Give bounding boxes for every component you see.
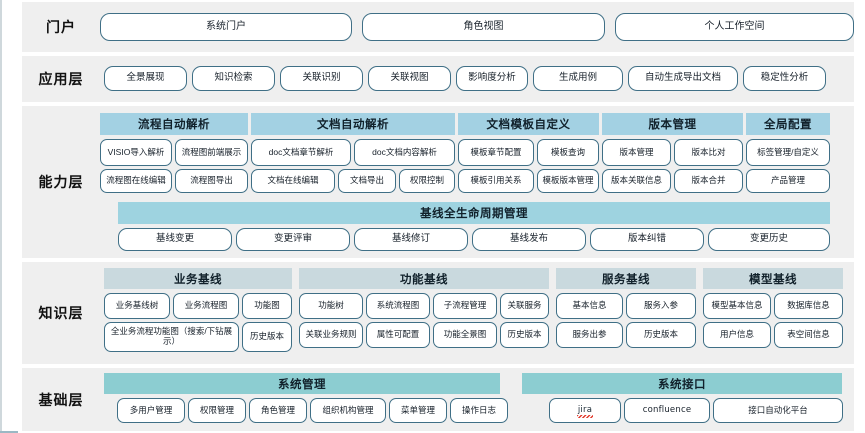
foundation-item-jira[interactable]: jira [549, 398, 621, 423]
foundation-item-interface-automation-platform[interactable]: 接口自动化平台 [713, 398, 843, 423]
foundation-item-operation-log[interactable]: 操作日志 [450, 398, 508, 423]
knowledge-item-related-service[interactable]: 关联服务 [500, 293, 549, 319]
knowledge-item-service-basic-info[interactable]: 基本信息 [556, 293, 623, 319]
app-item-auto-export-doc[interactable]: 自动生成导出文档 [628, 66, 738, 91]
foundation-item-menu-mgmt[interactable]: 菜单管理 [389, 398, 447, 423]
knowledge-item-attribute-configurable[interactable]: 属性可配置 [366, 322, 430, 348]
layer-row-knowledge: 知识层 业务基线 功能基线 服务基线 模型基线 业务基线树 业务流程图 功能图 … [22, 262, 854, 364]
knowledge-item-user-info[interactable]: 用户信息 [703, 322, 771, 348]
foundation-group-title-system-mgmt: 系统管理 [104, 373, 500, 394]
lifecycle-item-baseline-release[interactable]: 基线发布 [472, 228, 586, 251]
knowledge-item-function-chart[interactable]: 功能图 [242, 293, 292, 319]
lifecycle-item-change-history[interactable]: 变更历史 [708, 228, 830, 251]
capability-item-template-version-mgmt[interactable]: 模板版本管理 [537, 169, 599, 193]
knowledge-item-business-history-version[interactable]: 历史版本 [242, 322, 292, 352]
capability-group-title-global-config: 全局配置 [746, 113, 830, 135]
capability-item-product-mgmt[interactable]: 产品管理 [746, 169, 830, 193]
layer-row-application: 应用层 全景展现 知识检索 关联识别 关联视图 影响度分析 生成用例 自动生成导… [22, 56, 854, 102]
capability-item-doc-online-edit[interactable]: 文档在线编辑 [251, 169, 335, 193]
foundation-item-confluence[interactable]: confluence [624, 398, 710, 423]
capability-item-flowchart-export[interactable]: 流程图导出 [175, 169, 248, 193]
app-item-relation-view[interactable]: 关联视图 [368, 66, 451, 91]
slide-left-edge [0, 0, 2, 433]
app-item-impact-analysis[interactable]: 影响度分析 [456, 66, 528, 91]
app-item-generate-case[interactable]: 生成用例 [533, 66, 623, 91]
capability-item-doc-export[interactable]: 文档导出 [338, 169, 396, 193]
knowledge-item-model-basic-info[interactable]: 模型基本信息 [703, 293, 771, 319]
capability-group-title-doc-template: 文档模板自定义 [458, 113, 599, 135]
knowledge-group-title-function-baseline: 功能基线 [299, 268, 549, 289]
knowledge-item-function-panorama[interactable]: 功能全景图 [433, 322, 497, 348]
foundation-item-org-structure-mgmt[interactable]: 组织机构管理 [310, 398, 386, 423]
knowledge-item-service-output-param[interactable]: 服务出参 [556, 322, 623, 348]
foundation-group-title-system-interface: 系统接口 [522, 373, 842, 394]
capability-item-permission-control[interactable]: 权限控制 [399, 169, 455, 193]
knowledge-item-database-info[interactable]: 数据库信息 [774, 293, 843, 319]
layer-label-foundation: 基础层 [38, 391, 84, 408]
capability-item-template-chapter-config[interactable]: 模板章节配置 [458, 139, 534, 166]
knowledge-item-business-baseline-tree[interactable]: 业务基线树 [104, 293, 170, 319]
knowledge-item-related-business-rule[interactable]: 关联业务规则 [299, 322, 363, 348]
capability-item-doc-chapter-parse[interactable]: doc文档章节解析 [251, 139, 351, 166]
app-item-knowledge-search[interactable]: 知识检索 [192, 66, 275, 91]
knowledge-item-tablespace-info[interactable]: 表空间信息 [774, 322, 843, 348]
knowledge-group-title-service-baseline: 服务基线 [556, 268, 696, 289]
lifecycle-item-baseline-revision[interactable]: 基线修订 [354, 228, 468, 251]
slide-bottom-marker [0, 431, 18, 433]
knowledge-item-system-flowchart[interactable]: 系统流程图 [366, 293, 430, 319]
layer-row-portal: 门户 系统门户 角色视图 个人工作空间 [22, 2, 854, 52]
portal-item-personal-workspace[interactable]: 个人工作空间 [615, 13, 854, 41]
capability-item-doc-content-parse[interactable]: doc文档内容解析 [354, 139, 455, 166]
layer-label-application: 应用层 [38, 71, 84, 87]
capability-group-title-doc-parse: 文档自动解析 [251, 113, 455, 135]
capability-item-version-compare[interactable]: 版本比对 [674, 139, 743, 166]
knowledge-item-function-tree[interactable]: 功能树 [299, 293, 363, 319]
app-item-panorama[interactable]: 全景展现 [104, 66, 187, 91]
foundation-item-multi-user-mgmt[interactable]: 多用户管理 [117, 398, 185, 423]
knowledge-group-title-business-baseline: 业务基线 [104, 268, 292, 289]
layer-row-foundation: 基础层 系统管理 系统接口 多用户管理 权限管理 角色管理 组织机构管理 菜单管… [22, 368, 854, 431]
lifecycle-item-baseline-change[interactable]: 基线变更 [118, 228, 232, 251]
capability-item-version-relation-info[interactable]: 版本关联信息 [602, 169, 671, 193]
knowledge-item-business-flowchart[interactable]: 业务流程图 [173, 293, 239, 319]
capability-item-version-mgmt[interactable]: 版本管理 [602, 139, 671, 166]
capability-lifecycle-title: 基线全生命周期管理 [118, 202, 830, 224]
jira-label: jira [576, 404, 594, 418]
capability-item-template-reference-relation[interactable]: 模板引用关系 [458, 169, 534, 193]
capability-item-template-query[interactable]: 模板查询 [537, 139, 599, 166]
capability-item-flowchart-online-edit[interactable]: 流程图在线编辑 [100, 169, 172, 193]
capability-item-tag-mgmt-custom[interactable]: 标签管理/自定义 [746, 139, 830, 166]
lifecycle-item-version-correction[interactable]: 版本纠错 [590, 228, 704, 251]
capability-item-version-merge[interactable]: 版本合并 [674, 169, 743, 193]
capability-group-title-version-mgmt: 版本管理 [602, 113, 743, 135]
layer-row-capability: 能力层 流程自动解析 文档自动解析 文档模板自定义 版本管理 全局配置 VISI… [22, 106, 854, 258]
foundation-item-role-mgmt[interactable]: 角色管理 [249, 398, 307, 423]
portal-item-role-view[interactable]: 角色视图 [362, 13, 605, 41]
capability-item-flowchart-frontend-display[interactable]: 流程图前端展示 [175, 139, 248, 166]
lifecycle-item-change-review[interactable]: 变更评审 [236, 228, 350, 251]
capability-item-visio-import-parse[interactable]: VISIO导入解析 [100, 139, 172, 166]
knowledge-item-service-input-param[interactable]: 服务入参 [626, 293, 696, 319]
layer-label-knowledge: 知识层 [38, 305, 84, 321]
portal-item-system-portal[interactable]: 系统门户 [100, 13, 352, 41]
knowledge-item-full-business-flow-function-chart[interactable]: 全业务流程功能图（搜索/下钻展示） [104, 322, 239, 352]
capability-group-title-process-parse: 流程自动解析 [100, 113, 248, 135]
knowledge-group-title-model-baseline: 模型基线 [703, 268, 843, 289]
layer-label-portal: 门户 [46, 19, 76, 35]
layer-label-capability: 能力层 [38, 174, 84, 190]
app-item-relation-recognition[interactable]: 关联识别 [280, 66, 363, 91]
knowledge-item-subprocess-mgmt[interactable]: 子流程管理 [433, 293, 497, 319]
foundation-item-permission-mgmt[interactable]: 权限管理 [188, 398, 246, 423]
knowledge-item-service-history-version[interactable]: 历史版本 [626, 322, 696, 348]
knowledge-item-function-history-version[interactable]: 历史版本 [500, 322, 549, 348]
app-item-stability-analysis[interactable]: 稳定性分析 [743, 66, 826, 91]
